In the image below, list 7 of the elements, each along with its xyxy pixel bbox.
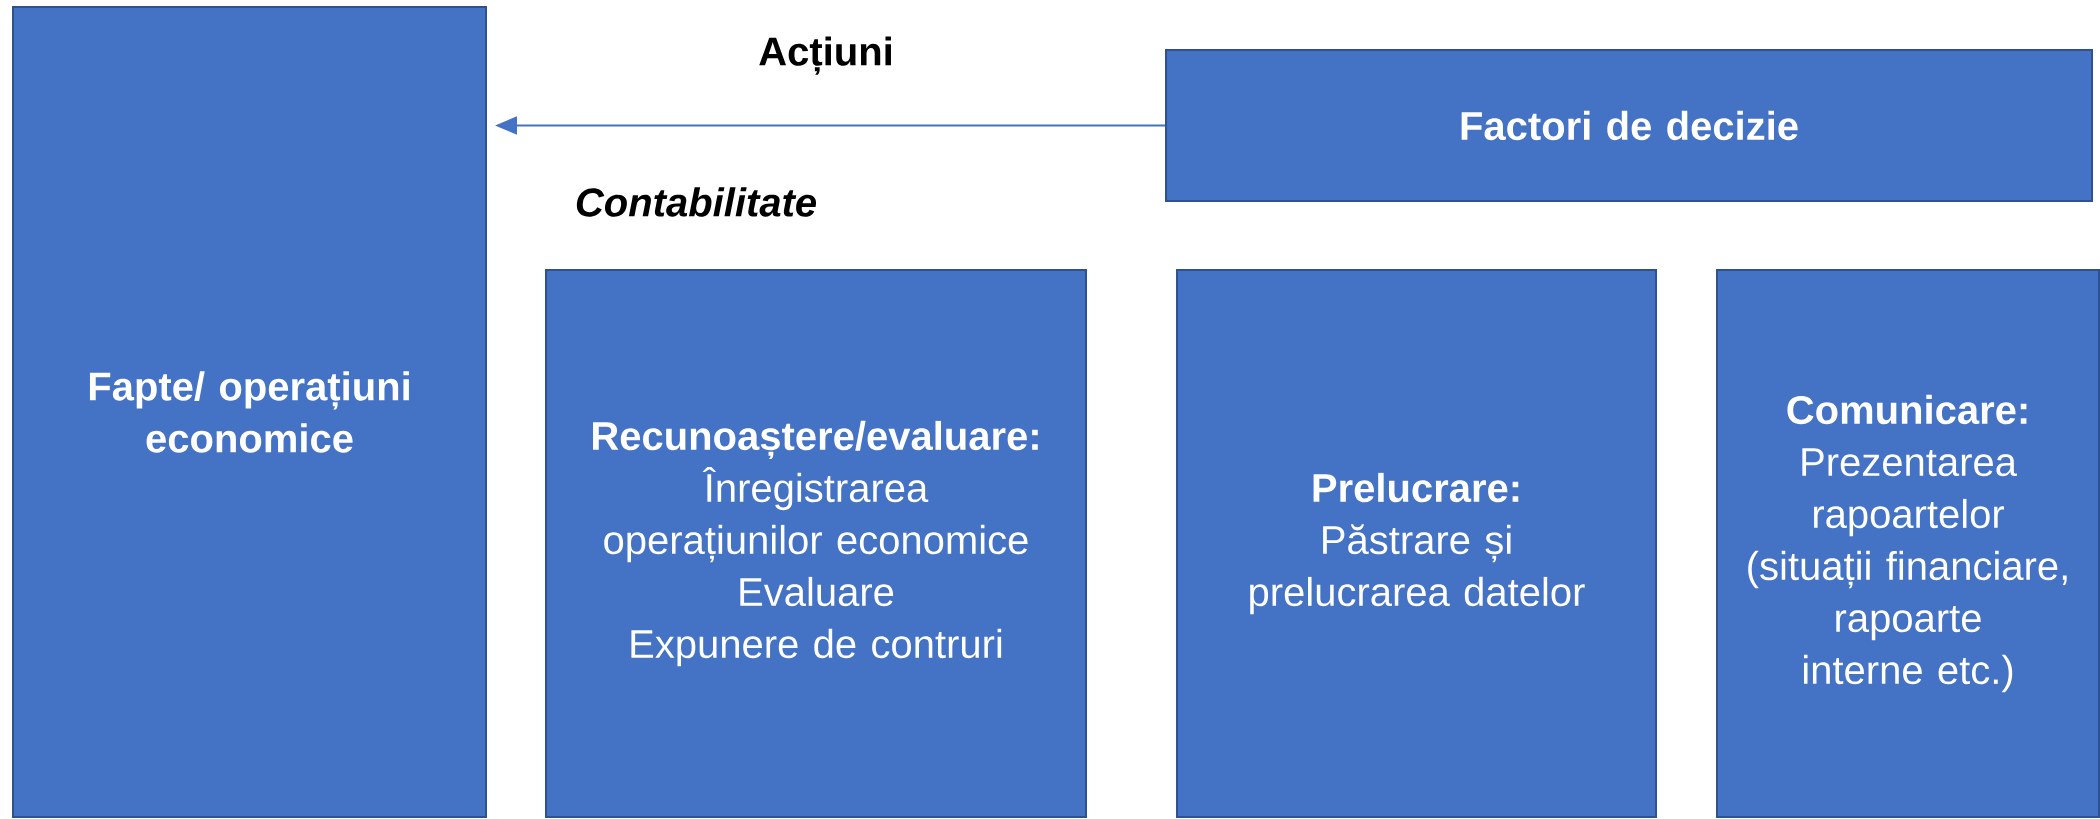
process-box: Prelucrare: Păstrare și prelucrarea datelor xyxy=(1176,269,1658,818)
section-label: Contabilitate xyxy=(576,187,816,217)
process-box: Recunoaștere/evaluare: Înregistrarea operațiunilor economice Evaluare Expunere de contruri xyxy=(545,269,1087,818)
edge-label: Acțiuni xyxy=(759,36,891,75)
process-box: Comunicare: Prezentarea rapoartelor (situații financiare, rapoarte interne etc.) xyxy=(1716,269,2100,818)
process-box: Fapte/ operațiuni economice xyxy=(12,6,487,818)
process-box: Factori de decizie xyxy=(1165,49,2094,202)
